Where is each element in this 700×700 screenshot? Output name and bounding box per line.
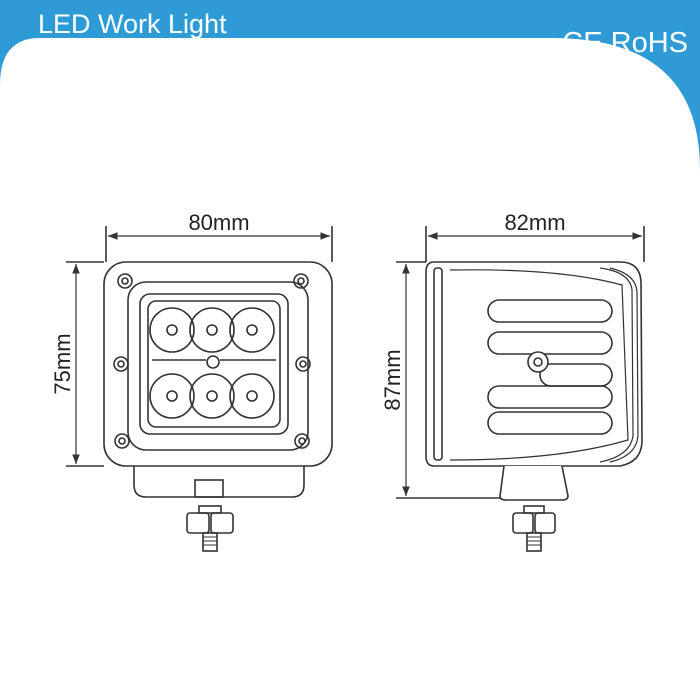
side-inner-panel [433,267,443,461]
front-lens-frame [139,293,289,435]
side-bolt-shaft [526,532,542,552]
front-lens-inner [147,300,281,428]
front-bracket-neck [194,479,224,498]
front-height-label: 75mm [50,333,75,394]
front-screws [113,273,311,449]
side-bracket [499,465,569,501]
side-width-label: 82mm [504,210,565,235]
side-bolt-nut-1 [512,512,534,534]
front-bolt-nut-1 [186,512,210,534]
led-row-bottom [149,373,275,419]
side-view [396,226,645,552]
side-fins [487,299,613,435]
header-certifications: CE RoHS [562,27,688,59]
front-bolt-washer [198,505,222,514]
header-title: LED Work Light [38,9,227,39]
white-panel [0,38,700,700]
led-row-top [149,307,275,353]
side-height-label: 87mm [380,349,405,410]
front-sensor [206,355,220,369]
side-fin-edges [449,267,639,463]
front-view [66,226,333,552]
front-bolt-shaft [202,532,218,552]
front-width-label: 80mm [188,210,249,235]
side-bolt-nut-2 [534,512,556,534]
side-bolt-washer [523,505,545,514]
front-bolt-nut-2 [210,512,234,534]
side-sensor [527,351,549,373]
